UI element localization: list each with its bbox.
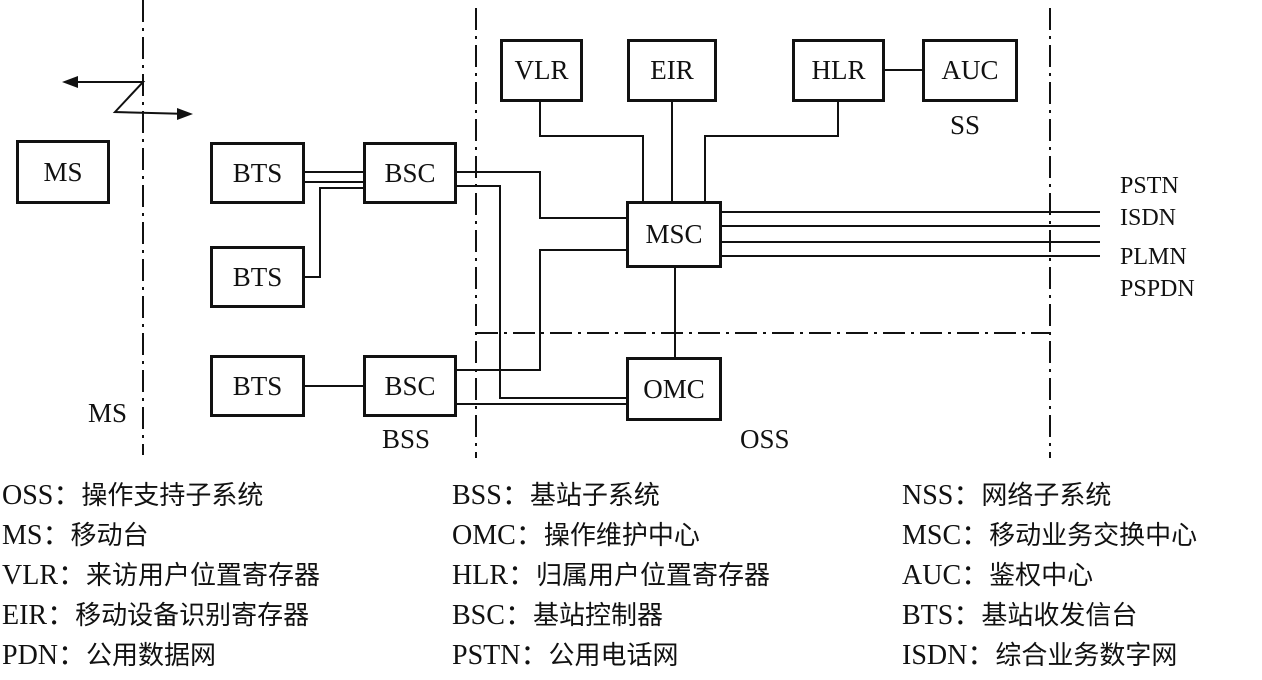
legend-item: OMC：操作维护中心 bbox=[452, 520, 700, 551]
legend-item: PSTN：公用电话网 bbox=[452, 640, 679, 671]
legend-item: MSC：移动业务交换中心 bbox=[902, 520, 1198, 551]
ms-zone-label: MS bbox=[88, 398, 128, 428]
legend-item: HLR：归属用户位置寄存器 bbox=[452, 560, 771, 591]
oss-label: OSS bbox=[740, 424, 790, 454]
radio-link-symbol bbox=[65, 81, 191, 115]
abbreviation-legend: OSS：操作支持子系统 MS：移动台 VLR：来访用户位置寄存器 EIR：移动设… bbox=[0, 478, 1262, 678]
legend-item: ISDN：综合业务数字网 bbox=[902, 640, 1178, 671]
bts-box-1: BTS bbox=[210, 142, 305, 204]
bts-box-3: BTS bbox=[210, 355, 305, 417]
bsc-box-2: BSC bbox=[363, 355, 457, 417]
auc-box: AUC bbox=[922, 39, 1018, 102]
network-label-pspdn: PSPDN bbox=[1120, 276, 1195, 302]
ms-box: MS bbox=[16, 140, 110, 204]
legend-item: EIR：移动设备识别寄存器 bbox=[2, 600, 310, 631]
omc-box: OMC bbox=[626, 357, 722, 421]
legend-item: MS：移动台 bbox=[2, 520, 149, 551]
gsm-architecture-diagram: MS BTS BTS BTS BSC BSC VLR EIR HLR AUC M… bbox=[16, 0, 1195, 458]
bss-label: BSS bbox=[382, 424, 431, 454]
ss-label: SS bbox=[950, 110, 981, 140]
legend-item: AUC：鉴权中心 bbox=[902, 560, 1094, 591]
legend-item: OSS：操作支持子系统 bbox=[2, 480, 264, 511]
legend-item: BSS：基站子系统 bbox=[452, 480, 660, 511]
legend-item: BTS：基站收发信台 bbox=[902, 600, 1138, 631]
connection-lines bbox=[62, 0, 1100, 458]
network-label-pstn: PSTN bbox=[1120, 173, 1179, 199]
hlr-box: HLR bbox=[792, 39, 885, 102]
vlr-box: VLR bbox=[500, 39, 583, 102]
eir-box: EIR bbox=[627, 39, 717, 102]
arrow-left-icon bbox=[62, 76, 78, 88]
legend-item: BSC：基站控制器 bbox=[452, 600, 663, 631]
legend-item: NSS：网络子系统 bbox=[902, 480, 1112, 511]
msc-box: MSC bbox=[626, 201, 722, 268]
legend-item: PDN：公用数据网 bbox=[2, 640, 217, 671]
network-label-plmn: PLMN bbox=[1120, 244, 1187, 270]
arrow-right-icon bbox=[177, 108, 193, 120]
bsc-box-1: BSC bbox=[363, 142, 457, 204]
network-label-isdn: ISDN bbox=[1120, 205, 1177, 231]
bts-box-2: BTS bbox=[210, 246, 305, 308]
legend-item: VLR：来访用户位置寄存器 bbox=[2, 560, 321, 591]
